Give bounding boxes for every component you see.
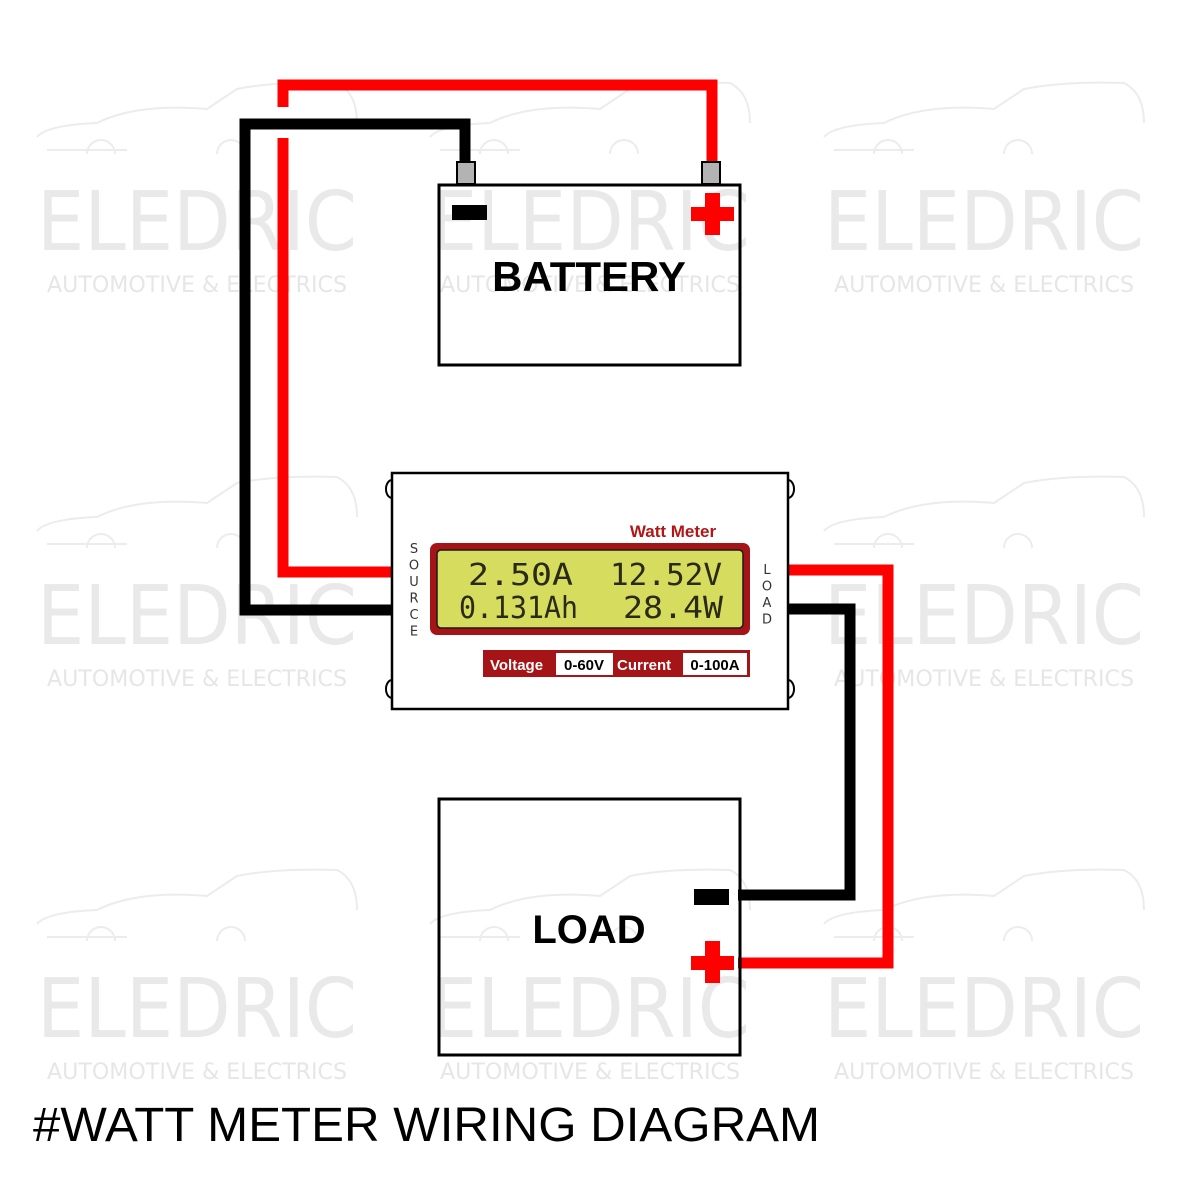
load-label-char: D (762, 613, 772, 628)
watermark-tagline: AUTOMOTIVE & ELECTRICS (440, 273, 740, 298)
battery-terminal-positive (701, 161, 721, 185)
source-label-char: E (410, 625, 418, 640)
battery-terminal-negative (456, 161, 476, 185)
watermark-tile: ELEDRIC AUTOMOTIVE & ELECTRICS (36, 475, 358, 692)
lcd-voltage: 12.52V (610, 558, 722, 593)
mount-ear-top-right (787, 479, 795, 499)
lcd-current: 2.50A (468, 558, 573, 593)
watermark-brand: ELEDRIC (824, 569, 1144, 664)
watermark-tagline: AUTOMOTIVE & ELECTRICS (47, 667, 347, 692)
load-body (437, 797, 742, 1057)
watermark-car-icon (823, 475, 1145, 549)
watermark-tile: ELEDRIC AUTOMOTIVE & ELECTRICS (36, 868, 358, 1085)
watermark-tile: ELEDRIC AUTOMOTIVE & ELECTRICS (823, 475, 1145, 692)
mount-ear-bottom-left (385, 679, 393, 699)
mount-ear-top-left (385, 479, 393, 499)
meter-brand-label: Watt Meter (630, 522, 717, 541)
watermark-brand: ELEDRIC (37, 569, 357, 664)
watermark-car-icon (823, 868, 1145, 942)
watermark-tile: ELEDRIC AUTOMOTIVE & ELECTRICS (429, 868, 751, 1085)
battery-body (437, 183, 742, 367)
diagram-title: #WATT METER WIRING DIAGRAM (33, 1099, 820, 1152)
wire-battery-negative (239, 118, 471, 616)
load-label-char: A (763, 596, 772, 611)
watermark-car-icon (36, 868, 358, 942)
watermark-car-icon (36, 475, 358, 549)
load-label: LOAD (532, 908, 645, 952)
watermark-tile: ELEDRIC AUTOMOTIVE & ELECTRICS (36, 81, 358, 298)
watermark-tagline: AUTOMOTIVE & ELECTRICS (440, 1060, 740, 1085)
spec-current-box (683, 653, 747, 675)
source-label-char: C (409, 608, 418, 623)
watermark-tagline: AUTOMOTIVE & ELECTRICS (834, 273, 1134, 298)
battery: BATTERY (437, 161, 742, 367)
watermark-car-icon (429, 81, 751, 155)
spec-voltage-label: Voltage (490, 657, 543, 674)
load: LOAD (437, 797, 742, 1057)
spec-current-range: 0-100A (690, 657, 739, 674)
source-label-char: U (409, 575, 419, 590)
watermark-brand: ELEDRIC (37, 175, 357, 270)
source-label-char: S (410, 542, 418, 557)
load-label: LOAD (762, 563, 772, 628)
load-negative-sign (694, 889, 729, 905)
watermark-tile: ELEDRIC AUTOMOTIVE & ELECTRICS (823, 81, 1145, 298)
source-label-char: O (409, 559, 419, 574)
watermark-brand: ELEDRIC (824, 175, 1144, 270)
watermark-car-icon (429, 868, 751, 942)
source-label-char: R (409, 592, 418, 607)
watermark-brand: ELEDRIC (37, 962, 357, 1057)
watermark-layer: ELEDRIC AUTOMOTIVE & ELECTRICS ELEDRIC AUTO… (36, 81, 1145, 1085)
watermark-brand: ELEDRIC (824, 962, 1144, 1057)
battery-label: BATTERY (492, 253, 686, 300)
load-positive-sign (691, 941, 734, 983)
wires (239, 79, 894, 969)
watermark-tile: ELEDRIC AUTOMOTIVE & ELECTRICS (429, 81, 751, 298)
battery-positive-sign (691, 193, 734, 235)
mount-ear-bottom-right (787, 679, 795, 699)
spec-voltage-box (556, 653, 613, 675)
load-label-char: O (762, 580, 772, 595)
load-label-char: L (763, 563, 771, 578)
spec-voltage-range: 0-60V (564, 657, 604, 674)
wire-battery-positive (277, 79, 718, 165)
spec-current-label: Current (617, 657, 671, 674)
watermark-tagline: AUTOMOTIVE & ELECTRICS (47, 1060, 347, 1085)
wire-load-positive (738, 564, 894, 969)
watermark-brand: ELEDRIC (430, 962, 750, 1057)
lcd-screen (436, 549, 744, 629)
wire-load-negative (738, 603, 856, 901)
watermark-car-icon (36, 81, 358, 155)
watermark-tagline: AUTOMOTIVE & ELECTRICS (834, 667, 1134, 692)
watermark-brand: ELEDRIC (430, 175, 750, 270)
watermark-tile: ELEDRIC AUTOMOTIVE & ELECTRICS (823, 868, 1145, 1085)
lcd-power: 28.4W (623, 591, 724, 626)
battery-negative-sign (452, 205, 487, 220)
wire-source-positive (277, 138, 392, 578)
watermark-tagline: AUTOMOTIVE & ELECTRICS (47, 273, 347, 298)
lcd-capacity: 0.131Ah (459, 591, 578, 626)
watermark-car-icon (823, 81, 1145, 155)
watermark-tagline: AUTOMOTIVE & ELECTRICS (834, 1060, 1134, 1085)
